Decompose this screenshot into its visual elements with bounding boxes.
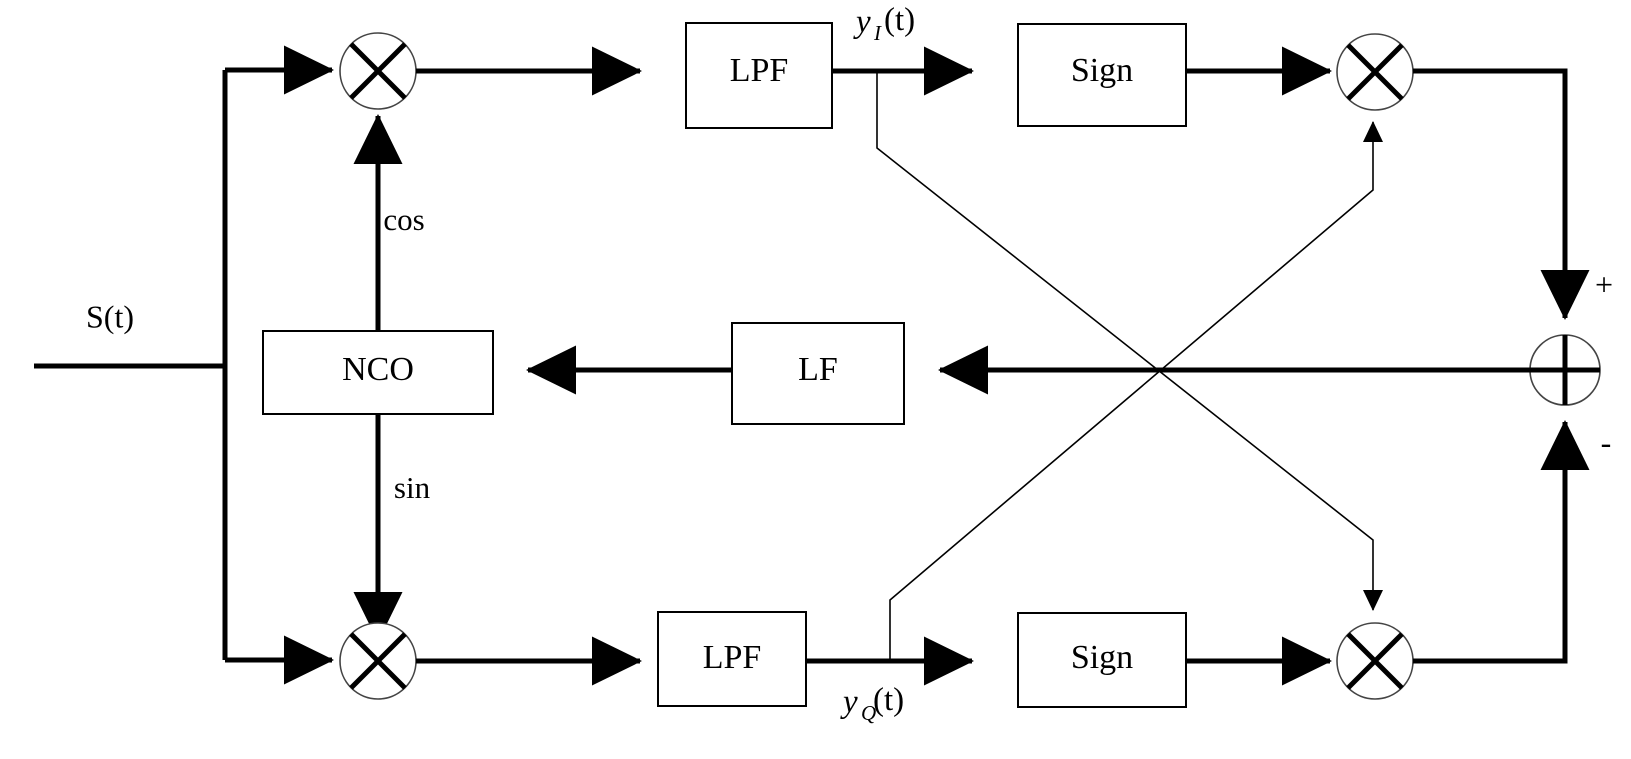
block-lpf-bottom[interactable]: LPF (657, 611, 807, 707)
signal-label-y-q: y Q (t) (840, 682, 904, 725)
y-i-base: y (853, 4, 871, 40)
multiplier-top-left (339, 32, 417, 110)
summer-minus-label: - (1601, 424, 1612, 460)
block-sign-top-label: Sign (1071, 52, 1133, 89)
block-lf-label: LF (798, 351, 838, 388)
cos-label: cos (383, 202, 424, 237)
block-sign-bottom[interactable]: Sign (1017, 612, 1187, 708)
block-sign-top[interactable]: Sign (1017, 23, 1187, 127)
y-q-base: y (840, 684, 858, 720)
crosslink-yq-to-mult-top-right (889, 121, 1383, 661)
crosslink-yi-to-mult-bottom-right (876, 71, 1383, 611)
multiplier-bottom-right (1336, 622, 1414, 700)
multiplier-bottom-left (339, 622, 417, 700)
block-lpf-top[interactable]: LPF (685, 22, 833, 129)
wire-mult-bottom-right-to-summer (1413, 420, 1590, 664)
signal-label-y-i: y I (t) (853, 2, 915, 45)
block-lpf-bottom-label: LPF (703, 639, 762, 676)
block-lf[interactable]: LF (731, 322, 905, 425)
multiplier-top-right (1336, 33, 1414, 111)
summer-plus-label: + (1595, 266, 1613, 302)
y-q-subscript: Q (861, 701, 876, 725)
block-sign-bottom-label: Sign (1071, 639, 1133, 676)
input-signal-label: S(t) (86, 298, 134, 334)
wire-mult-top-right-to-summer (1413, 68, 1590, 320)
y-q-argument: (t) (873, 682, 904, 718)
y-i-argument: (t) (884, 2, 915, 38)
y-i-subscript: I (873, 21, 882, 45)
sin-label: sin (394, 470, 431, 505)
block-lpf-top-label: LPF (730, 52, 789, 89)
block-nco-label: NCO (342, 351, 414, 388)
block-nco[interactable]: NCO (262, 330, 494, 415)
